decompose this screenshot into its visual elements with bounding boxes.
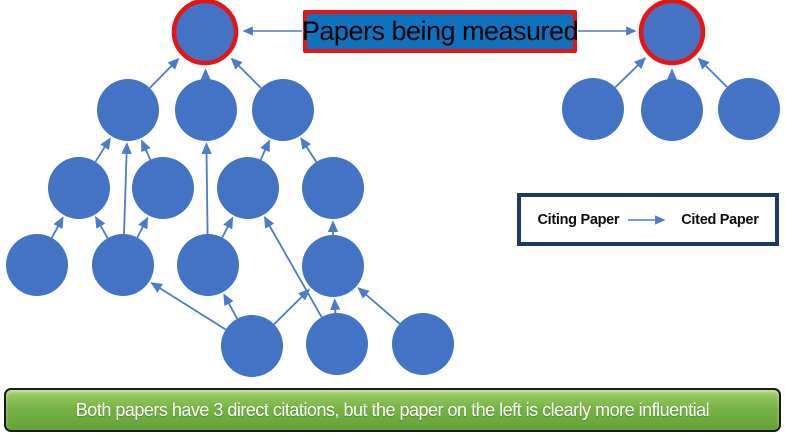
measured-paper-node (638, 0, 706, 66)
paper-node (175, 79, 237, 141)
paper-node (252, 79, 314, 141)
citation-edge (263, 215, 323, 318)
citing-paper-label: Citing Paper (537, 211, 620, 228)
paper-node (302, 157, 364, 219)
citation-edge (273, 288, 311, 325)
citation-edge (95, 215, 109, 239)
papers-being-measured-label: Papers being measured (301, 16, 579, 46)
paper-node (392, 313, 454, 375)
conclusion-text: Both papers have 3 direct citations, but… (75, 399, 710, 420)
citation-edge (697, 57, 728, 88)
paper-node (6, 234, 68, 296)
conclusion-banner: Both papers have 3 direct citations, but… (4, 388, 781, 432)
measured-paper-node (171, 0, 239, 66)
citation-edge (357, 287, 401, 325)
paper-node (48, 157, 110, 219)
citation-edge (259, 139, 270, 161)
paper-node (177, 234, 239, 296)
paper-node (217, 157, 279, 219)
citation-edge (230, 57, 262, 89)
cited-paper-label: Cited Paper (681, 211, 759, 228)
paper-node (718, 78, 780, 140)
citation-arrow-icon (628, 214, 666, 225)
paper-node (641, 79, 703, 141)
legend-box: Citing Paper Cited Paper (517, 193, 779, 246)
citation-edge (223, 293, 238, 320)
citation-edge (51, 216, 64, 239)
citation-edge (121, 142, 132, 235)
citation-edge (300, 137, 318, 163)
papers-being-measured-callout: Papers being measured (301, 10, 579, 53)
citation-edge (221, 216, 234, 238)
paper-node (92, 234, 154, 296)
paper-node (221, 315, 283, 377)
citation-edge (201, 142, 212, 235)
citation-edge (150, 282, 227, 331)
citation-edge (141, 139, 152, 161)
paper-node (132, 157, 194, 219)
paper-node (562, 78, 624, 140)
citation-edge (94, 137, 111, 163)
citation-edges (51, 57, 728, 331)
citation-edge (614, 57, 647, 89)
paper-nodes (6, 0, 780, 377)
citation-edge (330, 298, 341, 314)
paper-node (97, 79, 159, 141)
citation-edge (149, 57, 180, 89)
paper-node (306, 313, 368, 375)
citation-edge (136, 216, 149, 238)
paper-node (302, 235, 364, 297)
